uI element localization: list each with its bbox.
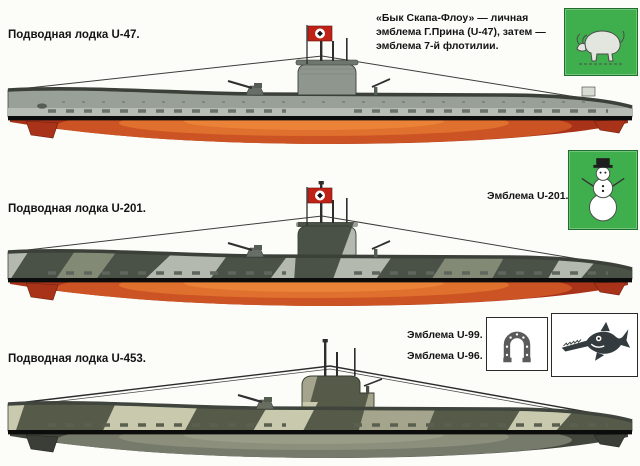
u96-emblem-box: [551, 313, 638, 377]
flak-gun: [363, 378, 383, 393]
sub1-label: Подводная лодка U-47.: [8, 29, 140, 41]
sawfish-icon: [561, 321, 630, 361]
flak-gun: [371, 240, 391, 257]
deck-gun: [237, 393, 275, 410]
deck-gun: [227, 79, 265, 96]
sub3-label: Подводная лодка U-453.: [8, 353, 146, 365]
u47-emblem-caption: «Бык Скапа-Флоу» — личная эмблема Г.Прин…: [376, 12, 546, 52]
u47-emblem-box: [564, 8, 638, 76]
bull-icon: [576, 30, 625, 65]
stern-emblem-plate: [581, 86, 596, 97]
flak-gun: [371, 78, 391, 95]
horseshoe-icon: [503, 331, 531, 363]
sub2-label: Подводная лодка U-201.: [8, 203, 146, 215]
u201-emblem-box: [568, 150, 638, 230]
submarine-u47-illustration: [7, 25, 633, 144]
u201-emblem-caption: Эмблема U-201.: [487, 190, 569, 202]
snowman-icon: [581, 158, 625, 222]
submarine-u201-illustration: [7, 181, 633, 306]
naval-ensign-flag-icon: [306, 187, 333, 226]
u96-emblem-caption: Эмблема U-96.: [407, 350, 483, 362]
deck-gun: [227, 241, 265, 258]
u99-emblem-box: [486, 317, 548, 371]
conning-tower: [295, 27, 359, 96]
u99-emblem-caption: Эмблема U-99.: [407, 329, 483, 341]
naval-ensign-flag-icon: [306, 25, 333, 64]
submarine-u453-illustration: [7, 339, 633, 458]
